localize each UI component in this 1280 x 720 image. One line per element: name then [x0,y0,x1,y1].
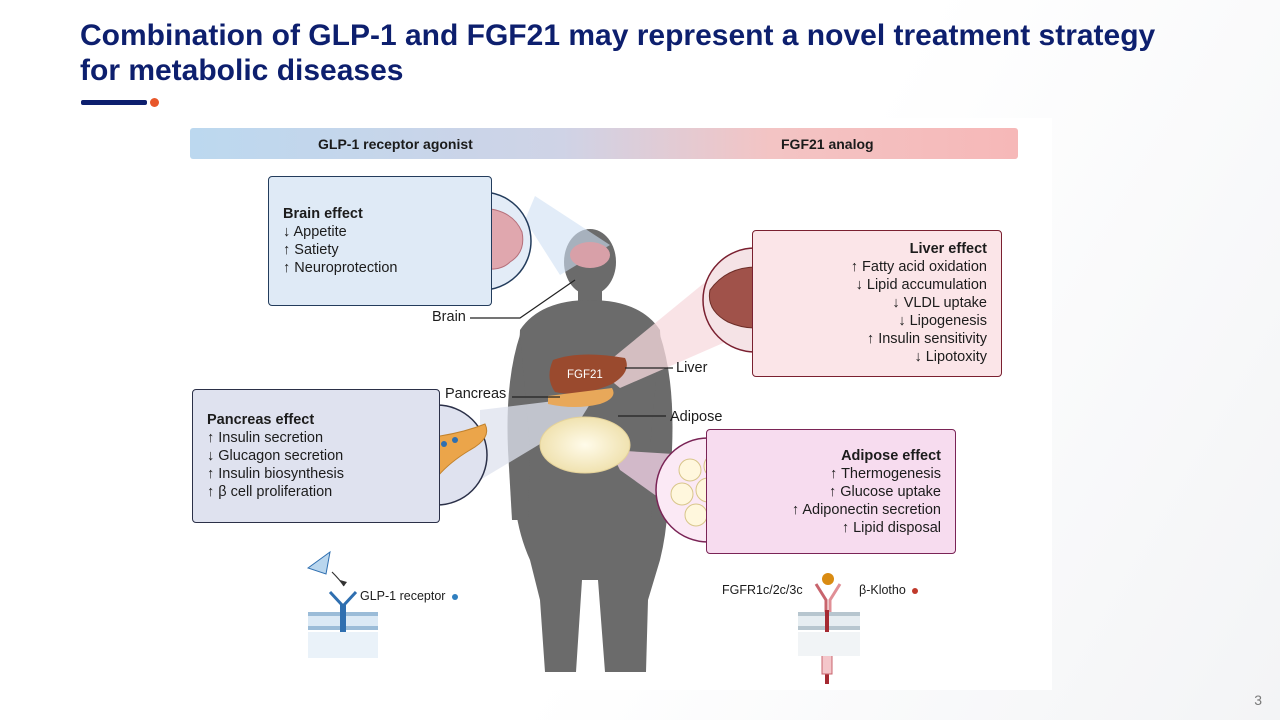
klotho-text: β-Klotho [859,583,906,597]
liver-label: Liver [676,360,708,376]
pancreas-effect-item: ↑ Insulin biosynthesis [207,466,345,482]
pancreas-effect-item: ↓ Glucagon secretion [207,448,344,464]
liver-effect-item: ↑ Insulin sensitivity [866,331,987,347]
brain-effect-item: ↑ Neuroprotection [283,260,398,276]
liver-effect-item: ↓ VLDL uptake [892,295,987,311]
liver-effect-item: ↑ Fatty acid oxidation [850,259,987,275]
brain-effect-item: ↓ Appetite [283,224,347,240]
pancreas-label: Pancreas [445,386,507,402]
adipose-effect-item: ↑ Lipid disposal [841,520,941,536]
liver-effect-item: ↓ Lipotoxity [914,349,987,365]
header-glp1: GLP-1 receptor agonist [318,136,473,152]
pancreas-effect-title: Pancreas effect [207,412,315,428]
adipose-label: Adipose [670,409,723,425]
pancreas-organ [548,388,614,407]
glp1-receptor-illustration [306,550,378,658]
fgfr-label: FGFR1c/2c/3c [722,583,803,597]
glp1-receptor-text: GLP-1 receptor [360,589,446,603]
adipose-effect-item: ↑ Thermogenesis [830,466,941,482]
pancreas-effect-box: Pancreas effect ↑ Insulin secretion ↓ Gl… [192,389,440,523]
pancreas-effect-item: ↑ Insulin secretion [207,430,324,446]
page-number: 3 [1254,692,1262,708]
pancreas-beam [480,396,595,480]
liver-effect-box: Liver effect ↑ Fatty acid oxidation ↓ Li… [752,230,1002,377]
title-underline [81,100,147,105]
liver-organ [549,354,627,394]
liver-effect-item: ↓ Lipogenesis [898,313,987,329]
glp1-receptor-label: GLP-1 receptor [360,589,458,603]
header-fgf21: FGF21 analog [781,136,874,152]
brain-on-head [570,242,610,268]
slide-title: Combination of GLP-1 and FGF21 may repre… [80,19,1156,87]
fgfr-klotho-illustration [798,573,860,684]
brain-effect-title: Brain effect [283,206,363,222]
brain-leader [470,279,576,319]
liver-effect-title: Liver effect [909,241,987,257]
adipose-tissue [539,416,631,474]
fgf21-label: FGF21 [567,369,603,381]
adipose-effect-title: Adipose effect [841,448,941,464]
adipose-effect-item: ↑ Adiponectin secretion [791,502,941,518]
brain-effect-box: Brain effect ↓ Appetite ↑ Satiety ↑ Neur… [268,176,492,306]
title-accent-dot [150,98,159,107]
brain-effect-item: ↑ Satiety [283,242,339,258]
adipose-effect-box: Adipose effect ↑ Thermogenesis ↑ Glucose… [706,429,956,554]
brain-label: Brain [432,309,466,325]
header-gradient-band [190,128,1018,159]
adipose-effect-item: ↑ Glucose uptake [828,484,941,500]
klotho-dot [912,587,919,594]
glp1-receptor-dot [451,593,458,600]
klotho-label: β-Klotho [859,583,919,597]
liver-effect-item: ↓ Lipid accumulation [855,277,987,293]
liver-beam [598,270,730,388]
pancreas-effect-item: ↑ β cell proliferation [207,484,333,500]
